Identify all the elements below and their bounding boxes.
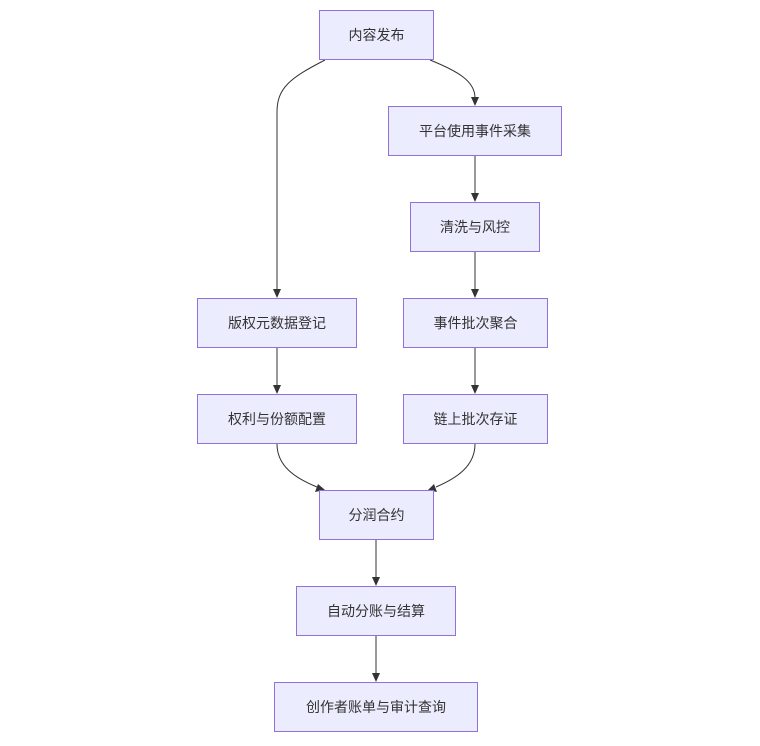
- node-onchain-batch-proof: 链上批次存证: [403, 394, 548, 444]
- node-copyright-metadata: 版权元数据登记: [197, 298, 357, 348]
- node-usage-event-collection: 平台使用事件采集: [388, 106, 562, 156]
- node-event-batch-aggregation: 事件批次聚合: [403, 298, 548, 348]
- arrowhead-n1-n4: [273, 289, 281, 298]
- edge-n6-n8: [276, 443, 318, 488]
- node-revenue-share-contract: 分润合约: [319, 490, 434, 540]
- node-creator-bill-audit-query: 创作者账单与审计查询: [274, 682, 478, 732]
- node-rights-share-config: 权利与份额配置: [197, 394, 357, 444]
- arrowhead-n1-n2: [471, 97, 479, 106]
- arrowhead-n9-n10: [372, 673, 380, 682]
- edge-n1-n2: [429, 59, 476, 99]
- node-cleaning-risk-control: 清洗与风控: [410, 202, 540, 252]
- node-auto-split-settlement: 自动分账与结算: [296, 586, 456, 636]
- node-content-publish: 内容发布: [319, 10, 434, 60]
- edge-n7-n8: [435, 443, 476, 488]
- arrowhead-n2-n3: [471, 193, 479, 202]
- edge-n1-n4: [276, 59, 326, 290]
- arrowhead-n4-n6: [273, 385, 281, 394]
- arrowhead-n5-n7: [471, 385, 479, 394]
- arrowhead-n3-n5: [471, 289, 479, 298]
- arrowhead-n8-n9: [372, 577, 380, 586]
